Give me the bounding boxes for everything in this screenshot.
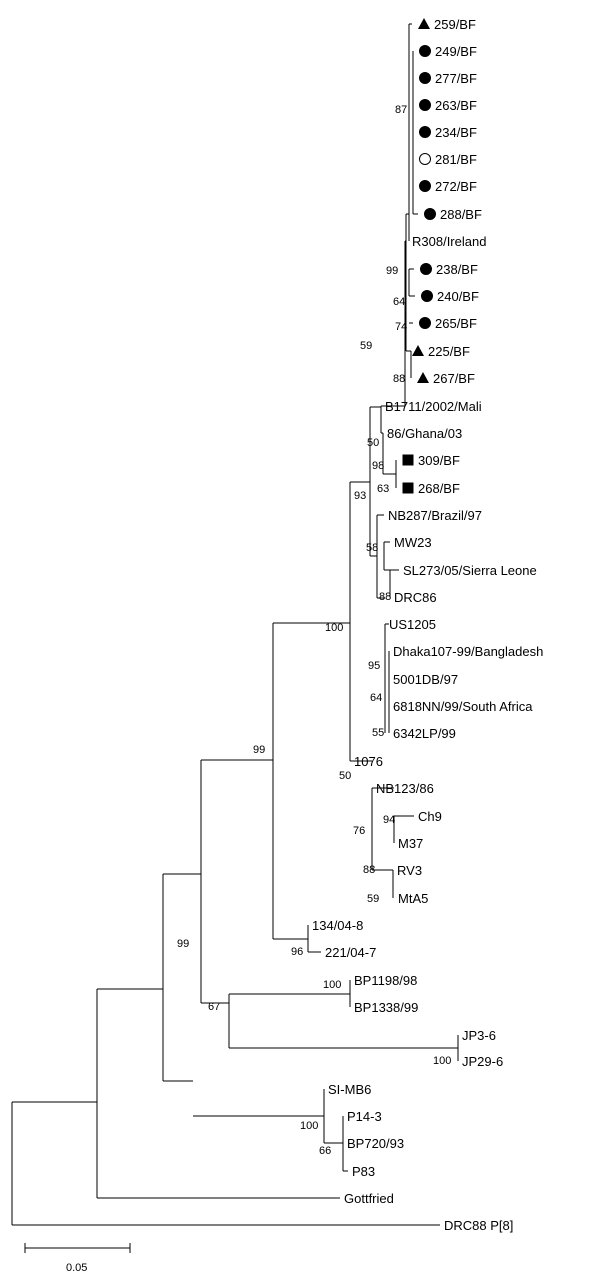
leaf-label: 263/BF — [435, 98, 477, 113]
leaf-label: BP1338/99 — [354, 1000, 418, 1015]
bootstrap-value: 93 — [354, 490, 366, 502]
filled-circle-icon — [419, 45, 431, 57]
filled-triangle-icon — [418, 18, 430, 29]
leaf-label: 6342LP/99 — [393, 726, 456, 741]
leaf-label: 277/BF — [435, 71, 477, 86]
bootstrap-value: 76 — [353, 825, 365, 837]
leaf-label: 309/BF — [418, 453, 460, 468]
bootstrap-value: 100 — [300, 1120, 318, 1132]
bootstrap-value: 88 — [363, 864, 375, 876]
leaf-label: R308/Ireland — [412, 234, 486, 249]
leaf-label: US1205 — [389, 617, 436, 632]
bootstrap-value: 88 — [379, 591, 391, 603]
bootstrap-value: 50 — [367, 437, 379, 449]
leaf-label: 5001DB/97 — [393, 672, 458, 687]
leaf-label: RV3 — [397, 863, 422, 878]
filled-circle-icon — [419, 99, 431, 111]
leaf-label: 272/BF — [435, 179, 477, 194]
leaf-label: 238/BF — [436, 262, 478, 277]
bootstrap-value: 99 — [177, 938, 189, 950]
bootstrap-value: 99 — [386, 265, 398, 277]
leaf-label: 221/04-7 — [325, 945, 376, 960]
leaf-label: 134/04-8 — [312, 918, 363, 933]
filled-circle-icon — [419, 180, 431, 192]
open-circle-icon — [419, 153, 431, 165]
bootstrap-value: 100 — [325, 622, 343, 634]
filled-circle-icon — [419, 72, 431, 84]
filled-circle-icon — [419, 317, 431, 329]
bootstrap-value: 100 — [323, 979, 341, 991]
leaf-label: DRC86 — [394, 590, 437, 605]
leaf-label: SI-MB6 — [328, 1082, 371, 1097]
bootstrap-value: 59 — [360, 340, 372, 352]
leaf-label: BP720/93 — [347, 1136, 404, 1151]
bootstrap-value: 66 — [319, 1145, 331, 1157]
bootstrap-value: 64 — [370, 692, 382, 704]
leaf-label: JP29-6 — [462, 1054, 503, 1069]
leaf-label: 1076 — [354, 754, 383, 769]
bootstrap-value: 88 — [393, 373, 405, 385]
bootstrap-value: 59 — [367, 893, 379, 905]
leaf-label: P14-3 — [347, 1109, 382, 1124]
leaf-label: M37 — [398, 836, 423, 851]
bootstrap-value: 63 — [377, 483, 389, 495]
bootstrap-value: 94 — [383, 814, 395, 826]
filled-circle-icon — [421, 290, 433, 302]
leaf-label: DRC88 P[8] — [444, 1218, 513, 1233]
filled-square-icon — [402, 482, 414, 494]
bootstrap-value: 64 — [393, 296, 405, 308]
leaf-label: Ch9 — [418, 809, 442, 824]
leaf-label: MtA5 — [398, 891, 428, 906]
filled-triangle-icon — [412, 345, 424, 356]
leaf-label: 281/BF — [435, 152, 477, 167]
bootstrap-value: 58 — [366, 542, 378, 554]
filled-circle-icon — [424, 208, 436, 220]
leaf-label: P83 — [352, 1164, 375, 1179]
leaf-label: 234/BF — [435, 125, 477, 140]
bootstrap-value: 99 — [253, 744, 265, 756]
leaf-label: JP3-6 — [462, 1028, 496, 1043]
leaf-label: BP1198/98 — [354, 973, 417, 988]
leaf-label: 86/Ghana/03 — [387, 426, 462, 441]
bootstrap-value: 96 — [291, 946, 303, 958]
leaf-label: MW23 — [394, 535, 432, 550]
leaf-label: 268/BF — [418, 481, 460, 496]
bootstrap-value: 100 — [433, 1055, 451, 1067]
leaf-label: Dhaka107-99/Bangladesh — [393, 644, 543, 659]
leaf-label: 6818NN/99/South Africa — [393, 699, 533, 714]
bootstrap-value: 50 — [339, 770, 351, 782]
filled-circle-icon — [419, 126, 431, 138]
bootstrap-value: 95 — [368, 660, 380, 672]
bootstrap-value: 87 — [395, 104, 407, 116]
bootstrap-value: 74 — [395, 321, 407, 333]
bootstrap-value: 55 — [372, 727, 384, 739]
leaf-label: 288/BF — [440, 207, 482, 222]
bootstrap-value: 67 — [208, 1001, 220, 1013]
leaf-label: 240/BF — [437, 289, 479, 304]
leaf-label: B1711/2002/Mali — [385, 399, 482, 414]
leaf-label: SL273/05/Sierra Leone — [403, 563, 537, 578]
leaf-label: 225/BF — [428, 344, 470, 359]
leaf-label: NB287/Brazil/97 — [388, 508, 482, 523]
leaf-label: 267/BF — [433, 371, 475, 386]
scale-bar-label: 0.05 — [66, 1262, 87, 1274]
leaf-label: 249/BF — [435, 44, 477, 59]
bootstrap-value: 98 — [372, 460, 384, 472]
leaf-label: Gottfried — [344, 1191, 394, 1206]
filled-square-icon — [402, 454, 414, 466]
leaf-label: NB123/86 — [376, 781, 434, 796]
filled-triangle-icon — [417, 372, 429, 383]
leaf-label: 259/BF — [434, 17, 476, 32]
filled-circle-icon — [420, 263, 432, 275]
leaf-label: 265/BF — [435, 316, 477, 331]
